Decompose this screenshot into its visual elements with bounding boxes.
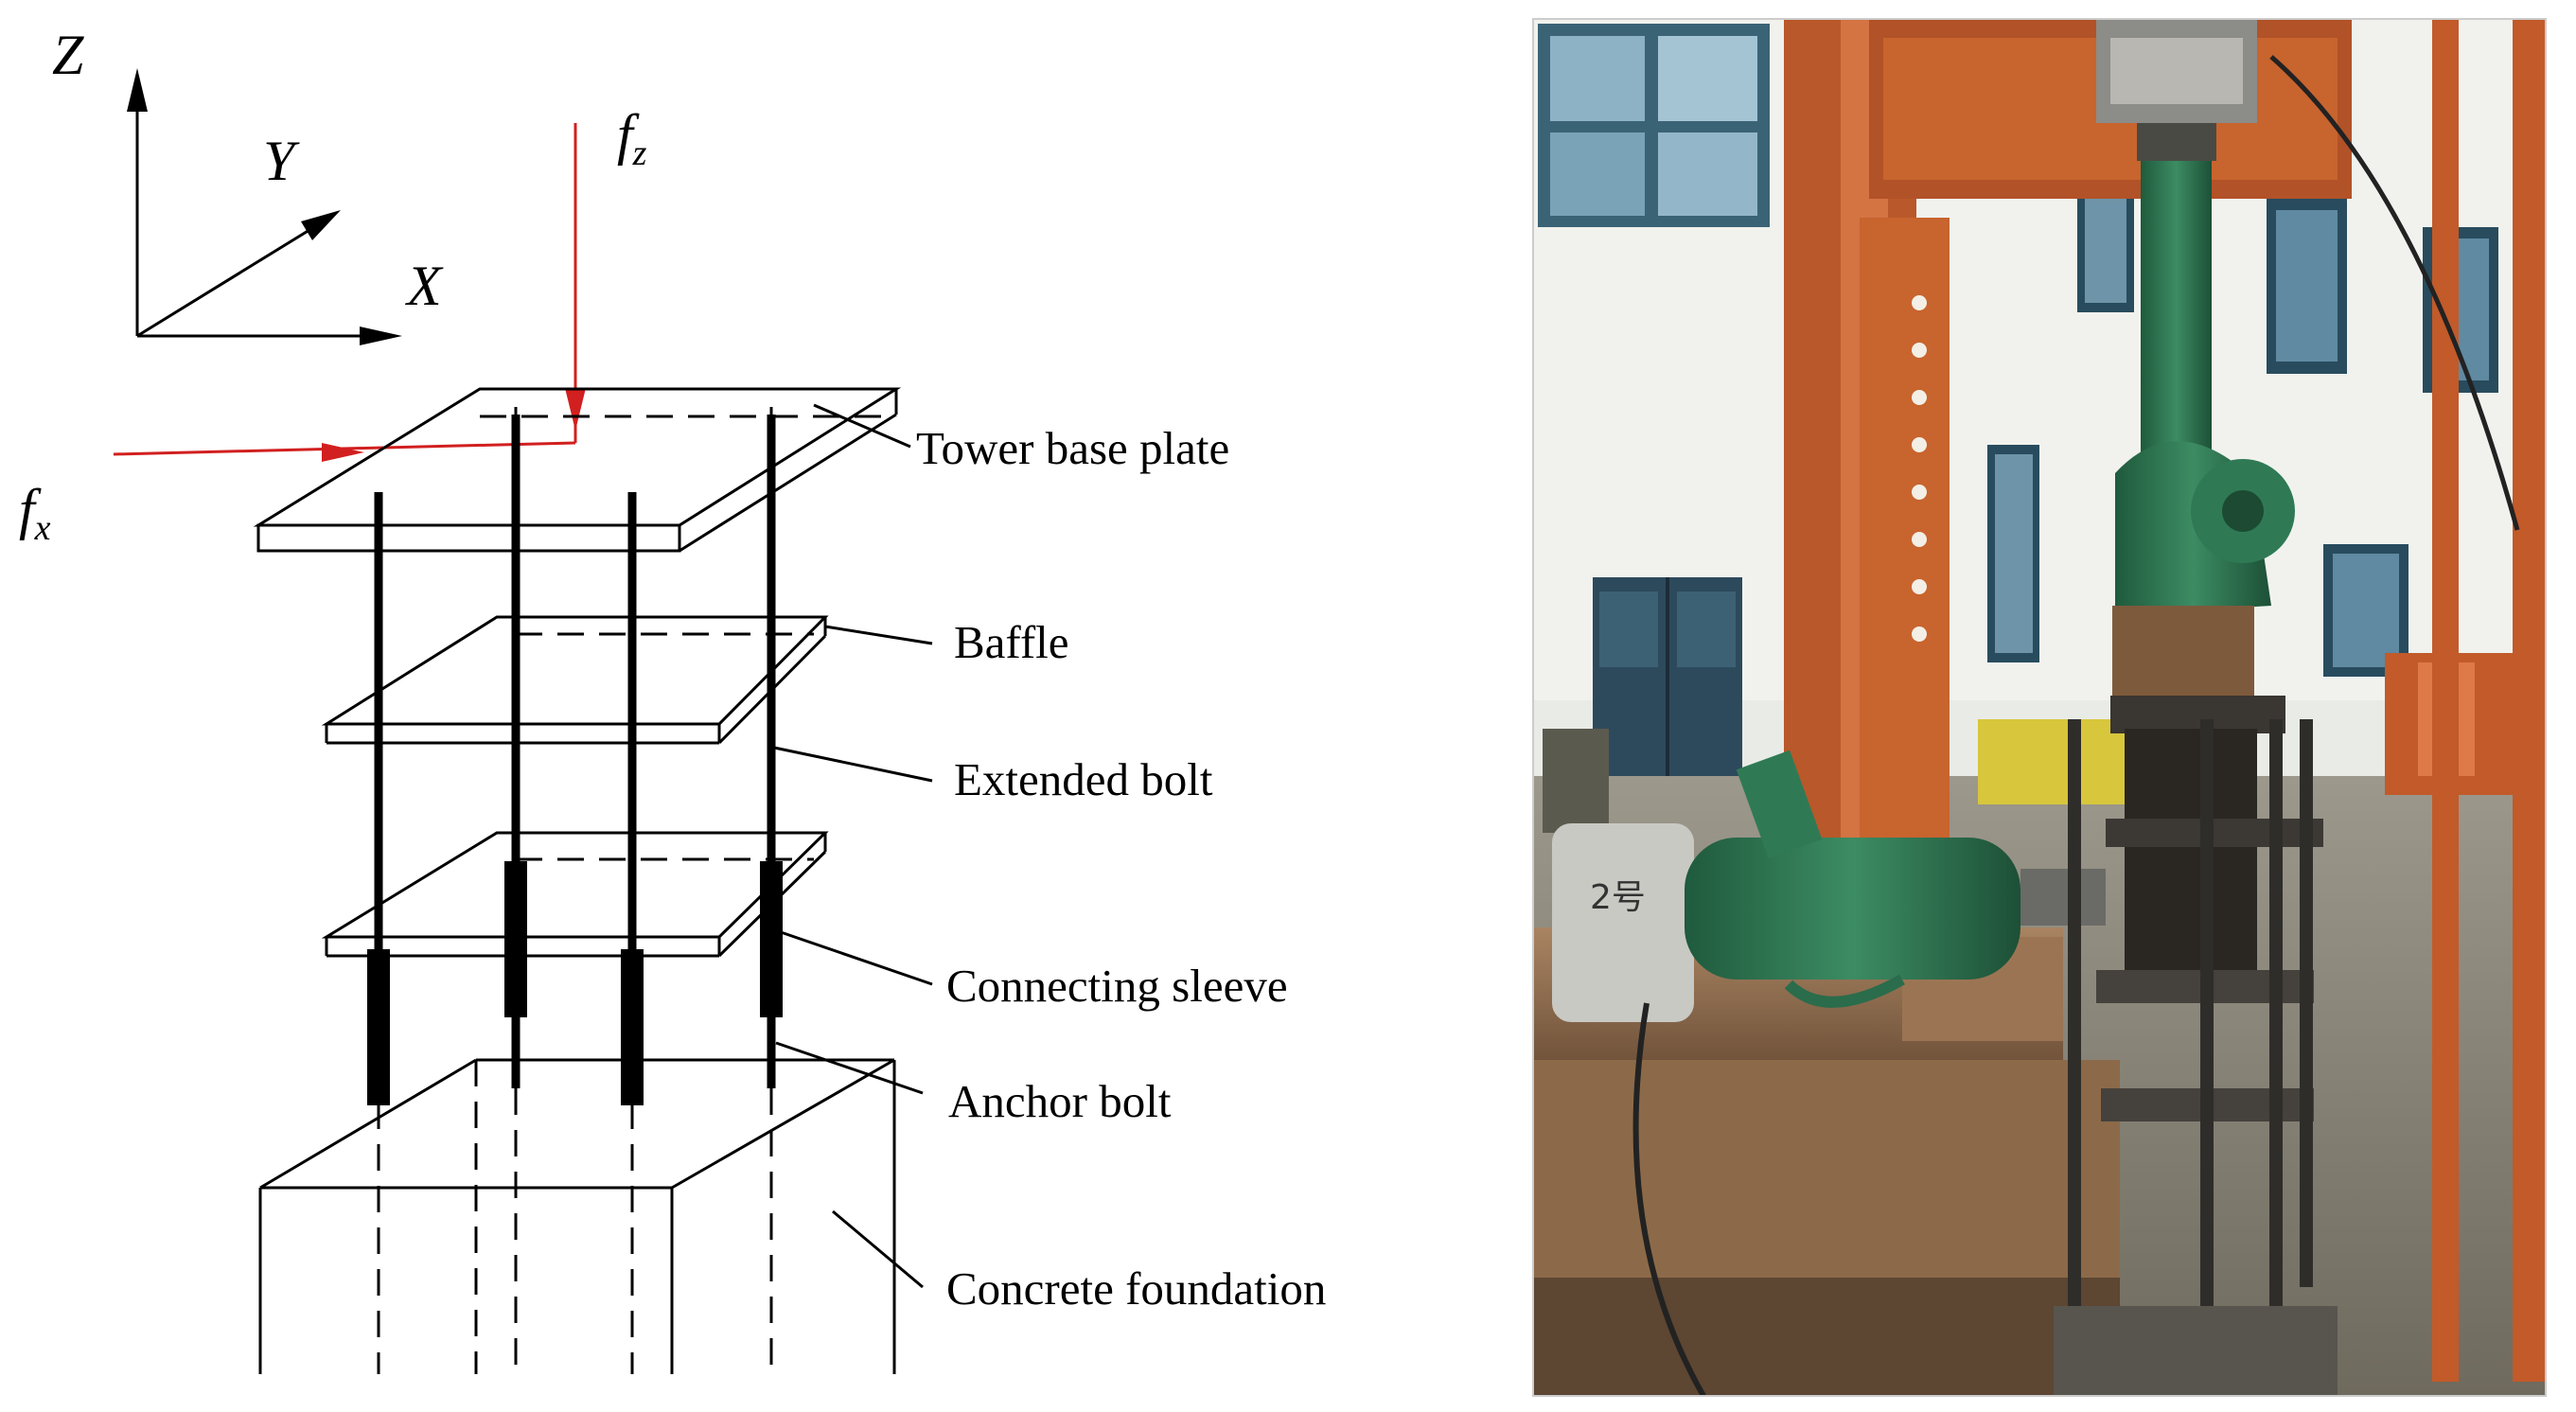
concrete-foundation (258, 1058, 896, 1374)
vertical-jack (2112, 161, 2295, 700)
door (1593, 577, 1742, 776)
x-arrowhead-icon (360, 327, 402, 345)
connecting-sleeve-label: Connecting sleeve (946, 960, 1288, 1012)
tower-base-plate (253, 387, 902, 553)
leader-lines (773, 403, 933, 1289)
baffle-upper (321, 615, 829, 745)
z-axis-label: Z (52, 24, 84, 86)
jack-marking-label: 2号 (1590, 878, 1646, 917)
anchor-bolt-embedded (377, 1088, 773, 1374)
anchor-assembly (2054, 696, 2338, 1396)
x-axis-label: X (405, 255, 444, 317)
window-right-lower (1987, 445, 2408, 677)
coordinate-axes: Z Y X (52, 24, 444, 345)
fz-label: fz (617, 103, 647, 173)
window-left (1538, 24, 1770, 227)
y-axis-label: Y (263, 130, 300, 192)
extended-bolt-label: Extended bolt (954, 753, 1213, 805)
horizontal-jack: 2号 (1552, 750, 2106, 1022)
y-arrowhead-icon (301, 210, 341, 240)
anchor-bolt-label: Anchor bolt (948, 1075, 1172, 1127)
fz-arrowhead-icon (565, 388, 586, 431)
baffle-label: Baffle (954, 616, 1069, 668)
applied-forces: fz fx (19, 103, 647, 548)
fx-label: fx (19, 478, 51, 548)
connecting-sleeves (367, 861, 783, 1105)
schematic-diagram: Z Y X fz fx (19, 24, 1326, 1374)
tower-base-plate-label: Tower base plate (916, 422, 1229, 474)
baffle-lower (321, 831, 829, 958)
fx-arrowhead-icon (322, 443, 364, 462)
concrete-foundation-label: Concrete foundation (946, 1262, 1326, 1315)
sensor-cable (1632, 1002, 1706, 1396)
top-load-cell (2096, 19, 2257, 161)
z-arrowhead-icon (127, 68, 148, 112)
test-rig-photo: 2号 (1532, 18, 2547, 1397)
